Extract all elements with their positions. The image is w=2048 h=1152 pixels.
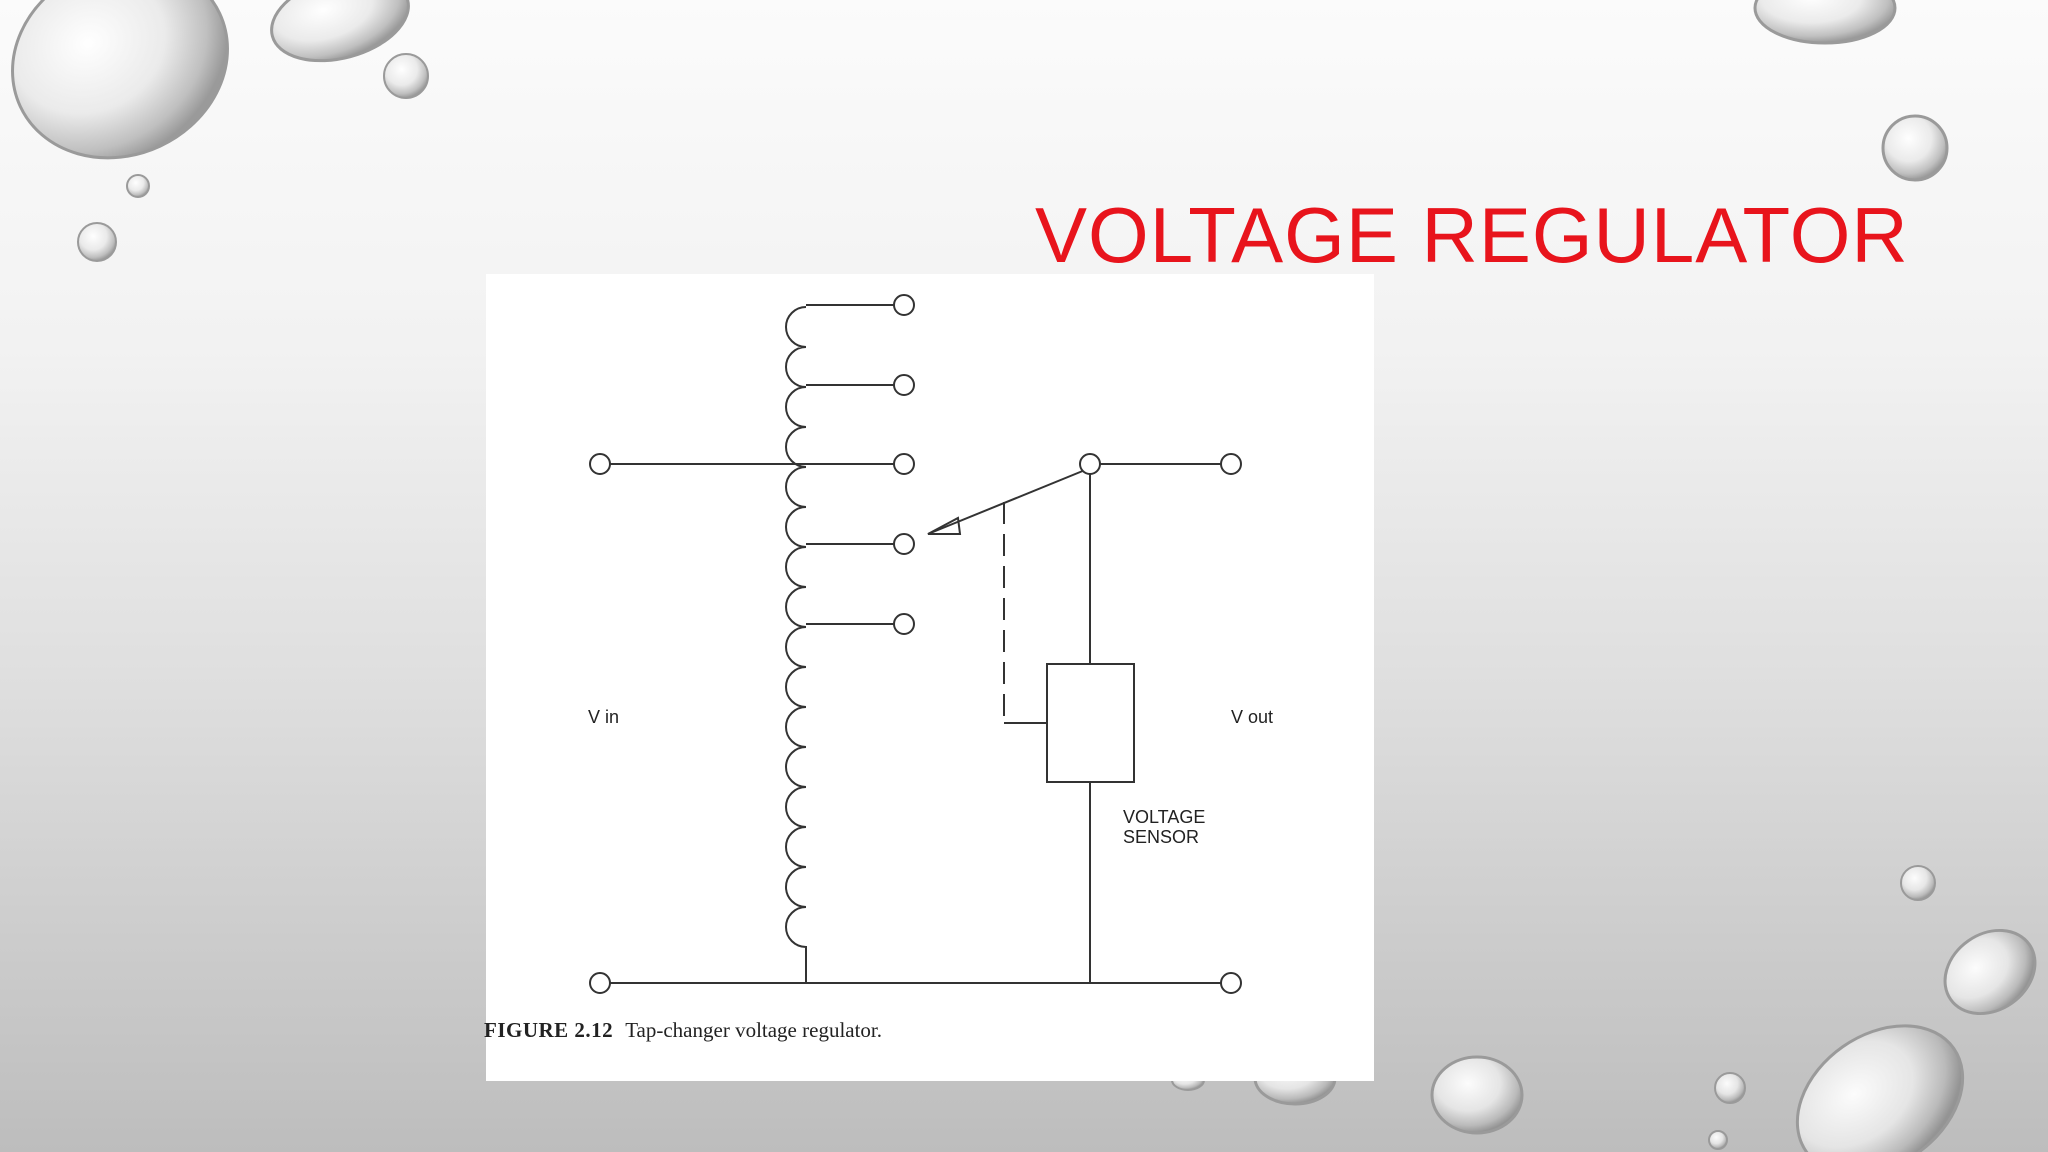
droplet-group-top-left	[11, 0, 429, 262]
slide-title: VOLTAGE REGULATOR	[1035, 191, 1909, 279]
tap-changer-circuit-diagram	[589, 294, 1242, 994]
input-terminal-bottom	[589, 972, 611, 994]
tap-terminal-5	[893, 613, 915, 635]
voltage-sensor-label: VOLTAGE SENSOR	[1123, 807, 1206, 847]
tap-terminal-3	[893, 453, 915, 475]
droplet-group-top-right	[1753, 0, 1949, 182]
voltage-sensor-box	[1046, 663, 1135, 783]
input-terminal-top	[589, 453, 611, 475]
figure-caption-number: FIGURE 2.12	[484, 1018, 614, 1042]
tap-terminal-2	[893, 374, 915, 396]
output-terminal-top	[1220, 453, 1242, 475]
droplet-group-bottom-right	[1430, 865, 2037, 1152]
figure-panel: V in V out VOLTAGE SENSOR FIGURE 2.12 Tap…	[484, 274, 1374, 1081]
figure-caption: FIGURE 2.12 Tap-changer voltage regulator…	[484, 1018, 882, 1043]
vout-label: V out	[1231, 707, 1274, 727]
vin-label: V in	[588, 707, 620, 727]
transformer-winding	[785, 306, 807, 983]
tap-selector-arm	[927, 467, 1091, 535]
output-terminal-bottom	[1220, 972, 1242, 994]
tap-terminal-4	[893, 533, 915, 555]
figure-caption-text: Tap-changer voltage regulator.	[625, 1018, 883, 1042]
selector-pivot-terminal	[1079, 453, 1101, 475]
tap-selector-arrowhead	[927, 516, 962, 535]
tap-terminal-1	[893, 294, 915, 316]
